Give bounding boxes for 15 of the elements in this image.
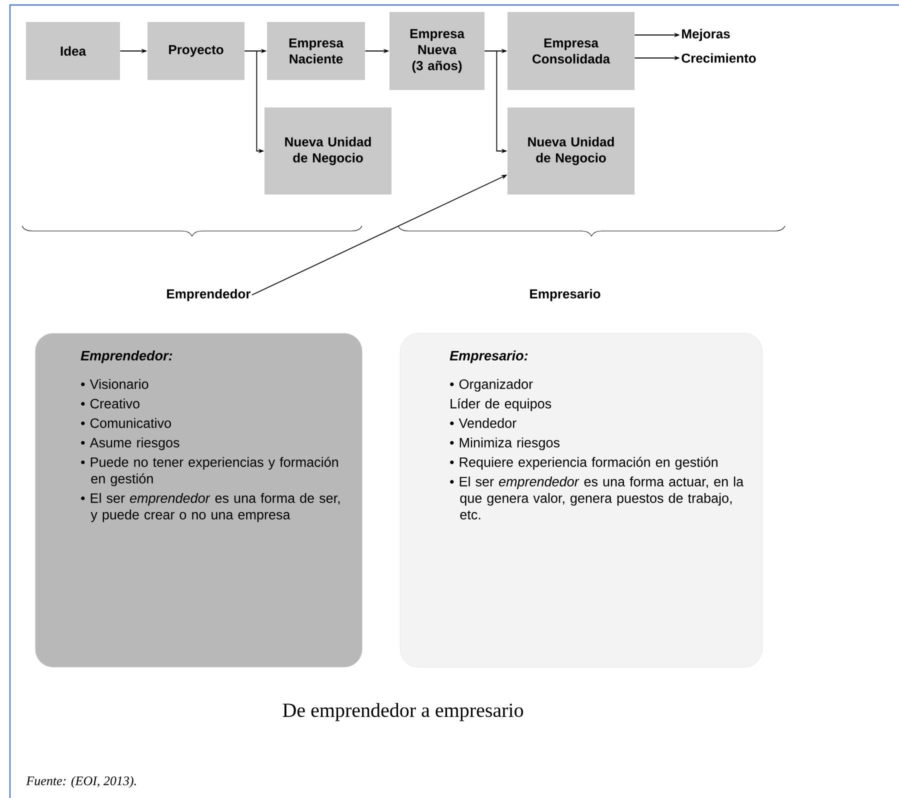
info-card: Empresario: • Organizador Líder de equipos • Vendedor • Minimiza riesgos • Requiere experiencia formación en gestión • El ser emprendedor es una forma actuar, en la que genera valor, genera puestos de trabajo, etc. bbox=[400, 333, 762, 668]
info-card: Emprendedor: • Visionario • Creativo • Comunicativo • Asume riesgos • Puede no tener experiencias y formación en gestión • El ser emprendedor es una forma de ser, y puede crear o no una empresa bbox=[35, 333, 362, 668]
text-label: Mejoras bbox=[682, 28, 730, 42]
process-box: Empresa Consolidada bbox=[508, 12, 634, 90]
process-box: Proyecto bbox=[148, 22, 244, 80]
process-box: Nueva Unidad de Negocio bbox=[264, 108, 392, 194]
process-box: Empresa Nueva (3 años) bbox=[390, 12, 484, 90]
source-note: Fuente: (EOI, 2013). bbox=[26, 776, 136, 788]
text-label: Crecimiento bbox=[682, 53, 756, 63]
process-box: Idea bbox=[26, 22, 120, 80]
process-box: Empresa Naciente bbox=[267, 22, 365, 80]
caption: De emprendedor a empresario bbox=[282, 702, 524, 722]
text-label: Empresario bbox=[530, 288, 600, 302]
process-box: Nueva Unidad de Negocio bbox=[508, 108, 634, 194]
text-label: Emprendedor bbox=[167, 288, 251, 302]
